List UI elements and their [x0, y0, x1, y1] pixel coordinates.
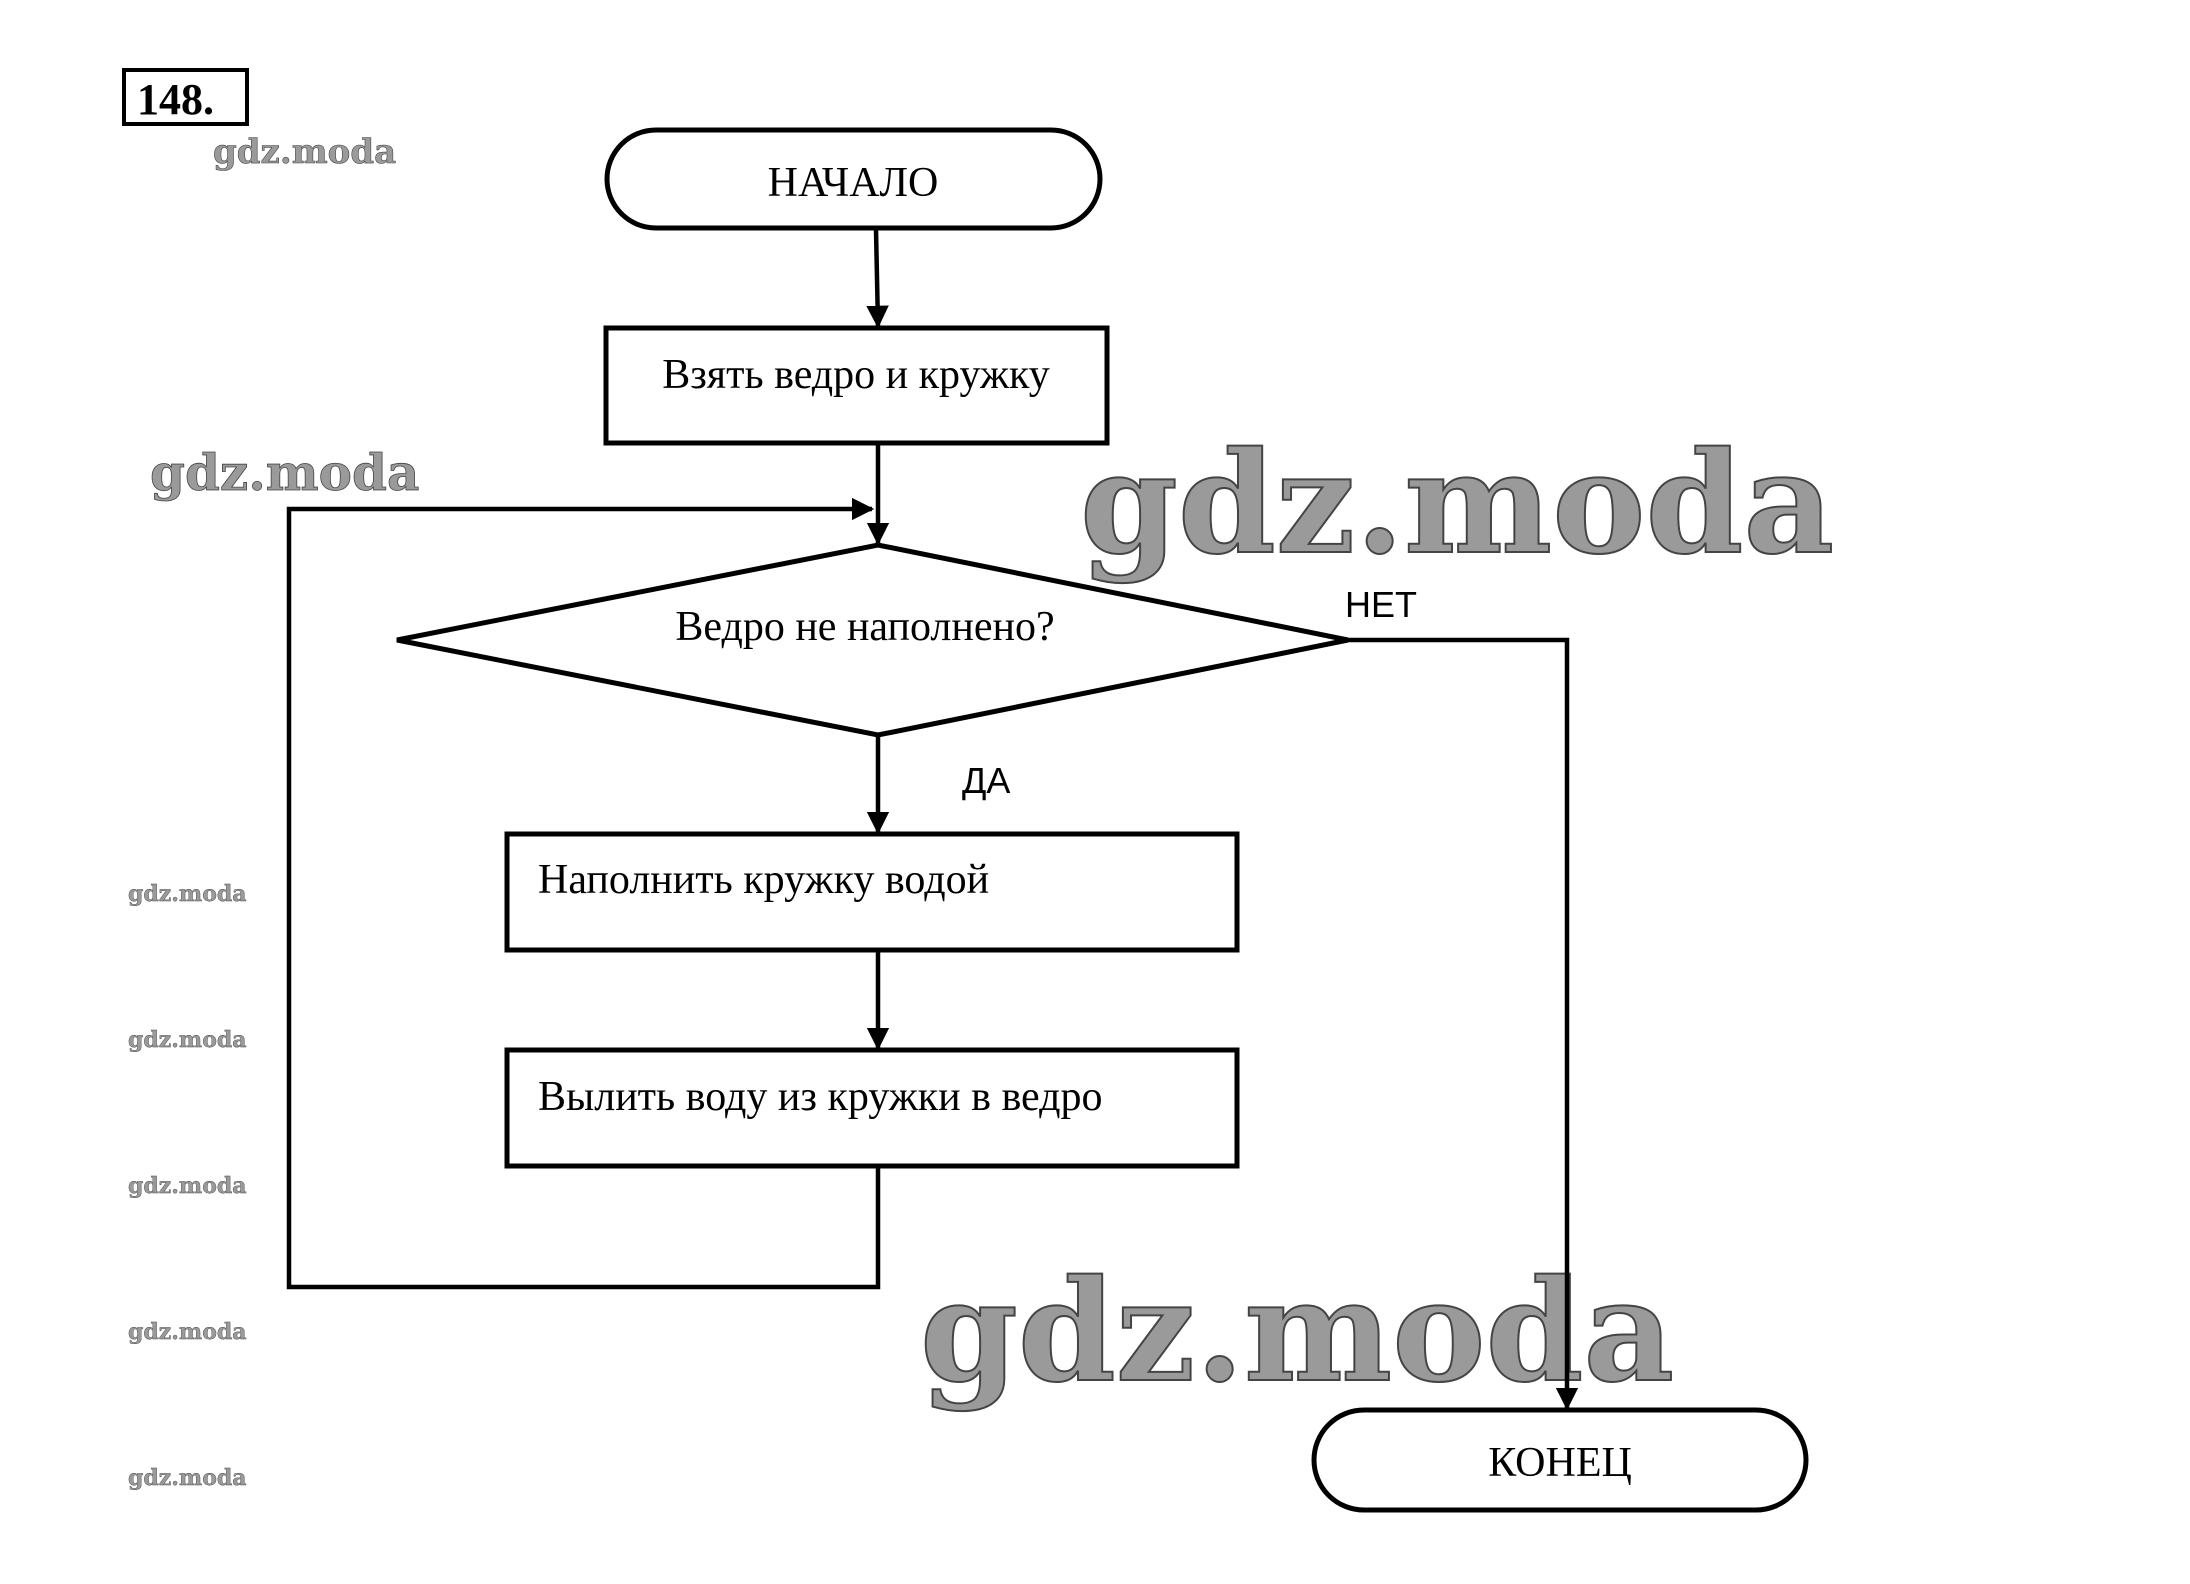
decision-bucket-not-full: Ведро не наполнено? — [396, 542, 1349, 738]
no-branch-label: НЕТ — [1345, 584, 1417, 625]
watermark: gdz.moda — [128, 1173, 247, 1199]
arrow-start-to-step1 — [866, 229, 889, 329]
problem-number-badge: 148. — [122, 68, 249, 126]
watermark: gdz.moda — [920, 1250, 1674, 1414]
process-label: Вылить воду из кружки в ведро — [538, 1074, 1103, 1120]
watermark: gdz.moda — [128, 1319, 247, 1345]
watermark: gdz.moda — [213, 132, 396, 172]
watermark: gdz.moda — [1080, 422, 1834, 586]
problem-number: 148. — [137, 75, 214, 124]
process-pour-water: Вылить воду из кружки в ведро — [504, 1047, 1240, 1169]
decision-label: Ведро не наполнено? — [675, 604, 1054, 650]
start-terminator: НАЧАЛО — [604, 127, 1103, 231]
process-fill-mug: Наполнить кружку водой — [504, 831, 1240, 953]
yes-branch-label: ДА — [962, 760, 1010, 801]
process-label: Наполнить кружку водой — [538, 857, 989, 903]
watermark: gdz.moda — [150, 443, 419, 502]
arrow-no-branch — [1348, 637, 1579, 1411]
watermark: gdz.moda — [128, 1465, 247, 1491]
end-terminator: КОНЕЦ — [1311, 1407, 1809, 1513]
process-label: Взять ведро и кружку — [662, 352, 1050, 398]
watermark: gdz.moda — [128, 1027, 247, 1053]
process-take-bucket-and-mug: Взять ведро и кружку — [603, 325, 1110, 446]
watermark: gdz.moda — [128, 881, 247, 907]
start-label: НАЧАЛО — [768, 160, 939, 206]
end-label: КОНЕЦ — [1488, 1440, 1632, 1486]
loop-back-connector — [286, 497, 881, 1290]
